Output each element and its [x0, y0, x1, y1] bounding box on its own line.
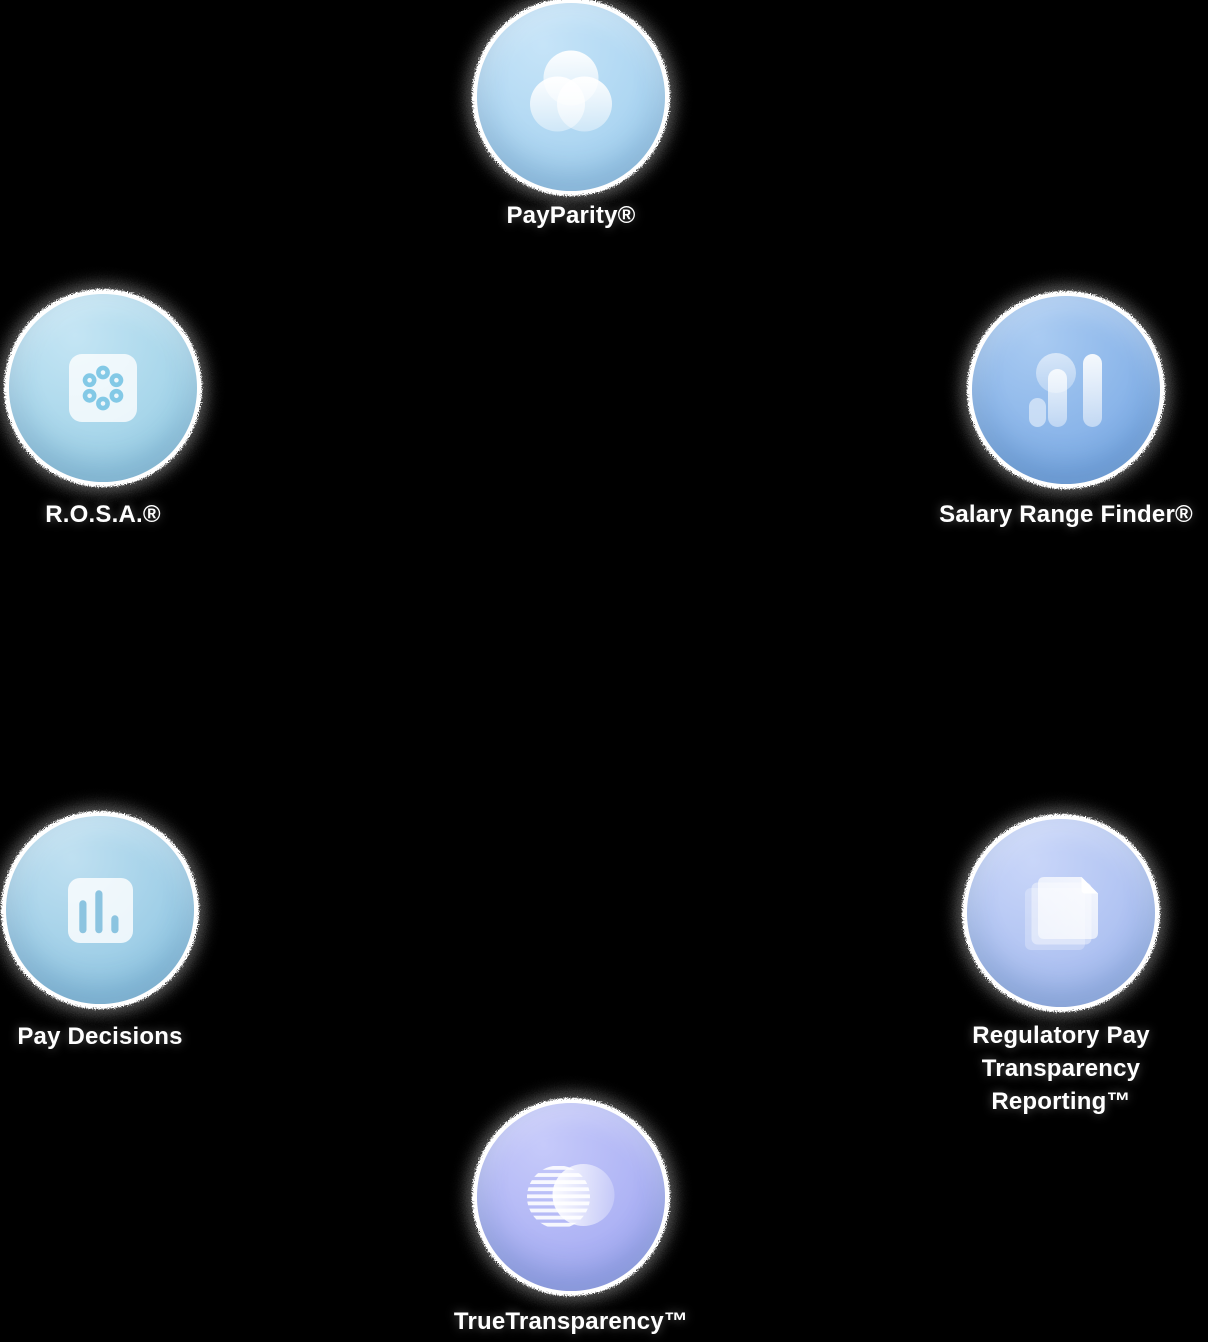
- venn-circles-icon: [530, 50, 612, 132]
- badge-circle: [6, 816, 194, 1004]
- badge-circle: [967, 819, 1155, 1007]
- product-badge-rosa[interactable]: R.O.S.A.®: [4, 289, 202, 528]
- product-label: R.O.S.A.®: [45, 501, 161, 528]
- product-label: TrueTransparency™: [453, 1308, 689, 1335]
- bar-chart-icon: [67, 877, 133, 943]
- range-bars-icon: [1029, 353, 1102, 427]
- product-label: PayParity®: [506, 202, 636, 229]
- badge-circle: [477, 3, 665, 191]
- product-badge-regulatory-pay-transparency-reporting[interactable]: Regulatory Pay Transparency Reporting™: [962, 814, 1160, 1115]
- product-badge-pay-decisions[interactable]: Pay Decisions: [1, 811, 199, 1050]
- badge-circle: [477, 1103, 665, 1291]
- badge-circle: [972, 296, 1160, 484]
- eclipse-stripes-icon: [527, 1164, 615, 1227]
- product-label: Salary Range Finder®: [939, 501, 1193, 528]
- product-label: Pay Decisions: [17, 1023, 183, 1050]
- product-badge-payparity[interactable]: PayParity®: [472, 0, 670, 229]
- product-badge-salary-range-finder[interactable]: Salary Range Finder®: [939, 291, 1193, 528]
- dot-cluster-icon: [69, 354, 137, 422]
- badge-circle: [9, 294, 197, 482]
- stacked-documents-icon: [1024, 876, 1098, 950]
- product-badge-truetransparency[interactable]: TrueTransparency™: [454, 1098, 688, 1335]
- product-label: Regulatory Pay Transparency Reporting™: [972, 1022, 1150, 1115]
